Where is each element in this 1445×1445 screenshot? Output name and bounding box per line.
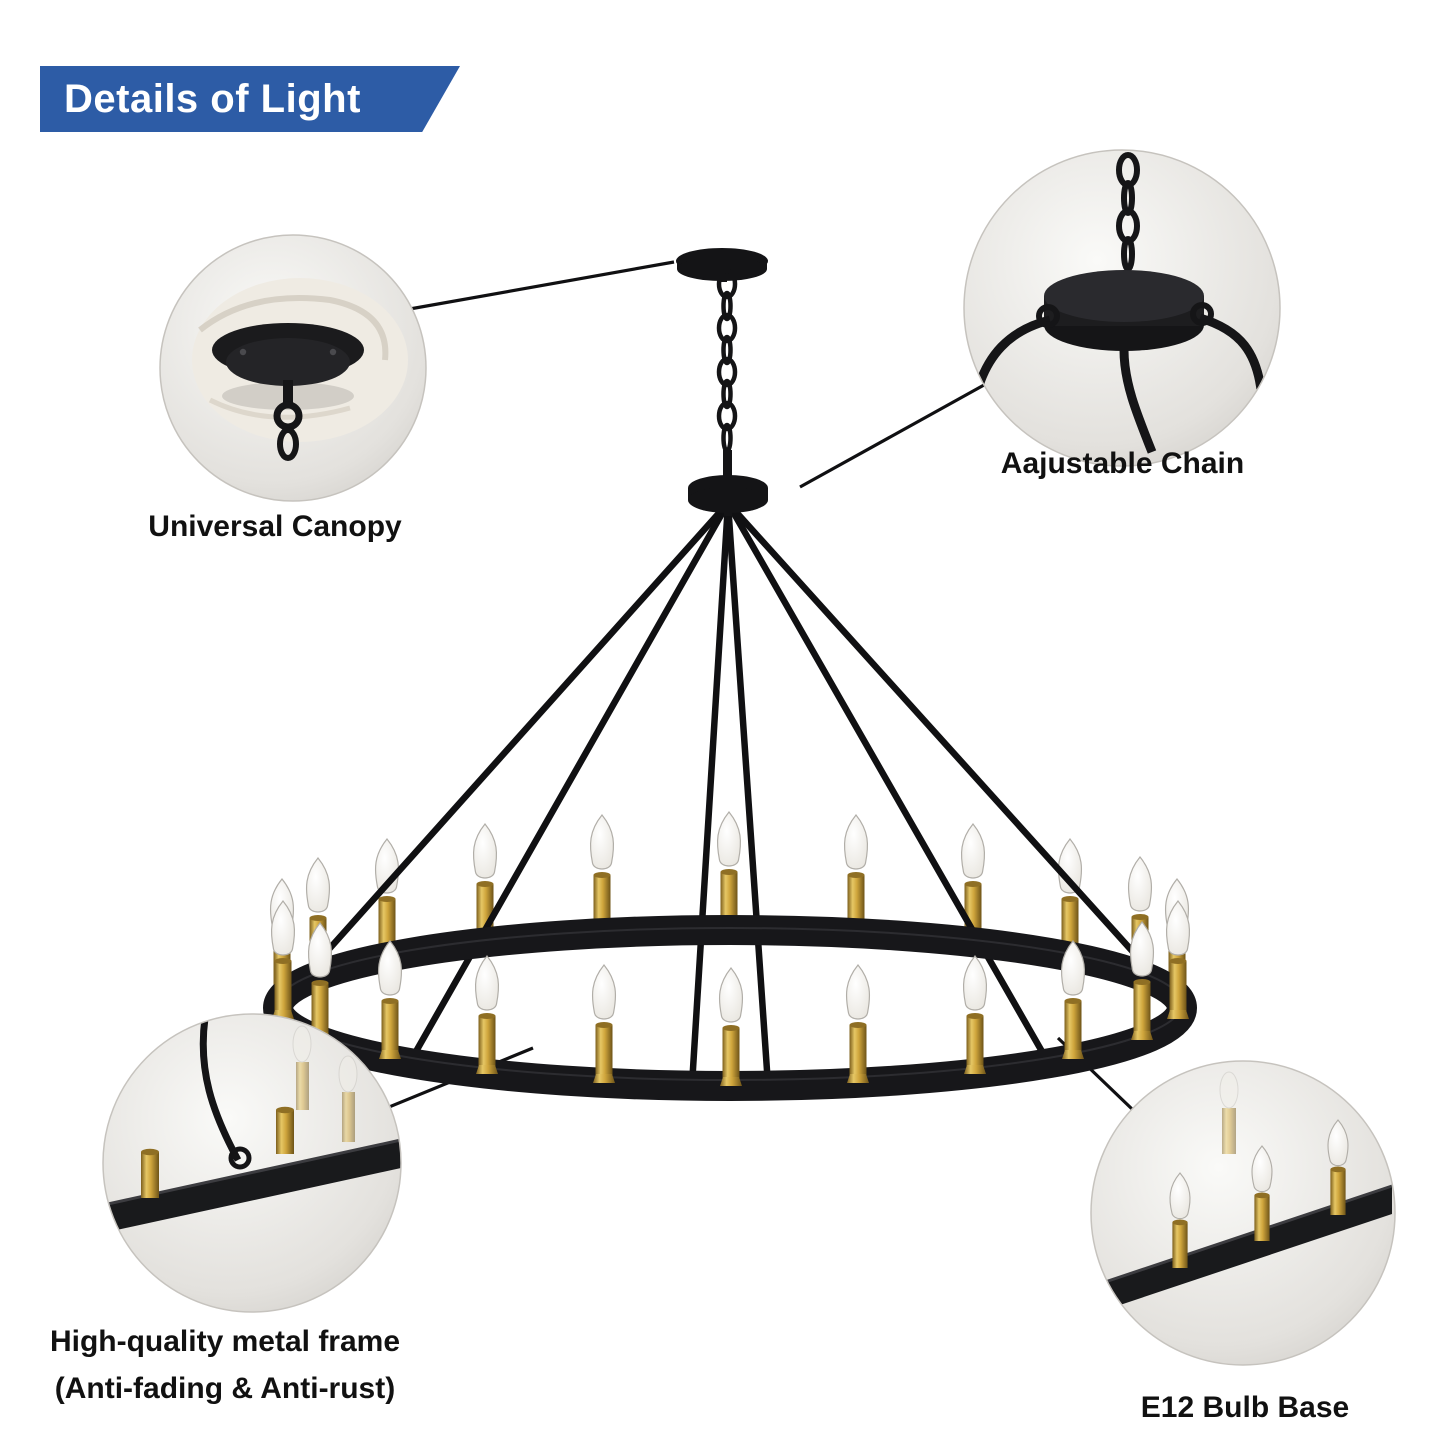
label-e12-bulb-base: E12 Bulb Base [1140, 1391, 1350, 1424]
chain-photo [963, 149, 1281, 467]
frame-photo [102, 1013, 402, 1313]
chandelier [263, 248, 1197, 1101]
center-hub [688, 450, 768, 516]
ceiling-plate [676, 248, 768, 282]
canopy-photo [159, 234, 427, 502]
leader-line-canopy [403, 260, 675, 312]
frame-band [103, 1140, 401, 1233]
label-adjustable-chain: Aajustable Chain [1000, 447, 1245, 480]
label-metal-frame-line1: High-quality metal frame [49, 1325, 401, 1358]
leader-line-chain [799, 383, 985, 489]
chain-canopy-disc [1044, 270, 1204, 322]
label-metal-frame: High-quality metal frame (Anti-fading & … [20, 1318, 430, 1412]
bulb-band [1105, 1186, 1392, 1310]
label-metal-frame-line2: (Anti-fading & Anti-rust) [54, 1372, 396, 1405]
bulb-base-candles [1169, 1119, 1349, 1268]
suspension-rods [276, 499, 1184, 1089]
hanging-chain [716, 268, 738, 454]
banner-title: Details of Light [64, 76, 361, 121]
label-universal-canopy: Universal Canopy [148, 510, 402, 543]
banner: Details of Light [40, 66, 460, 132]
bulb-photo [1090, 1060, 1396, 1366]
